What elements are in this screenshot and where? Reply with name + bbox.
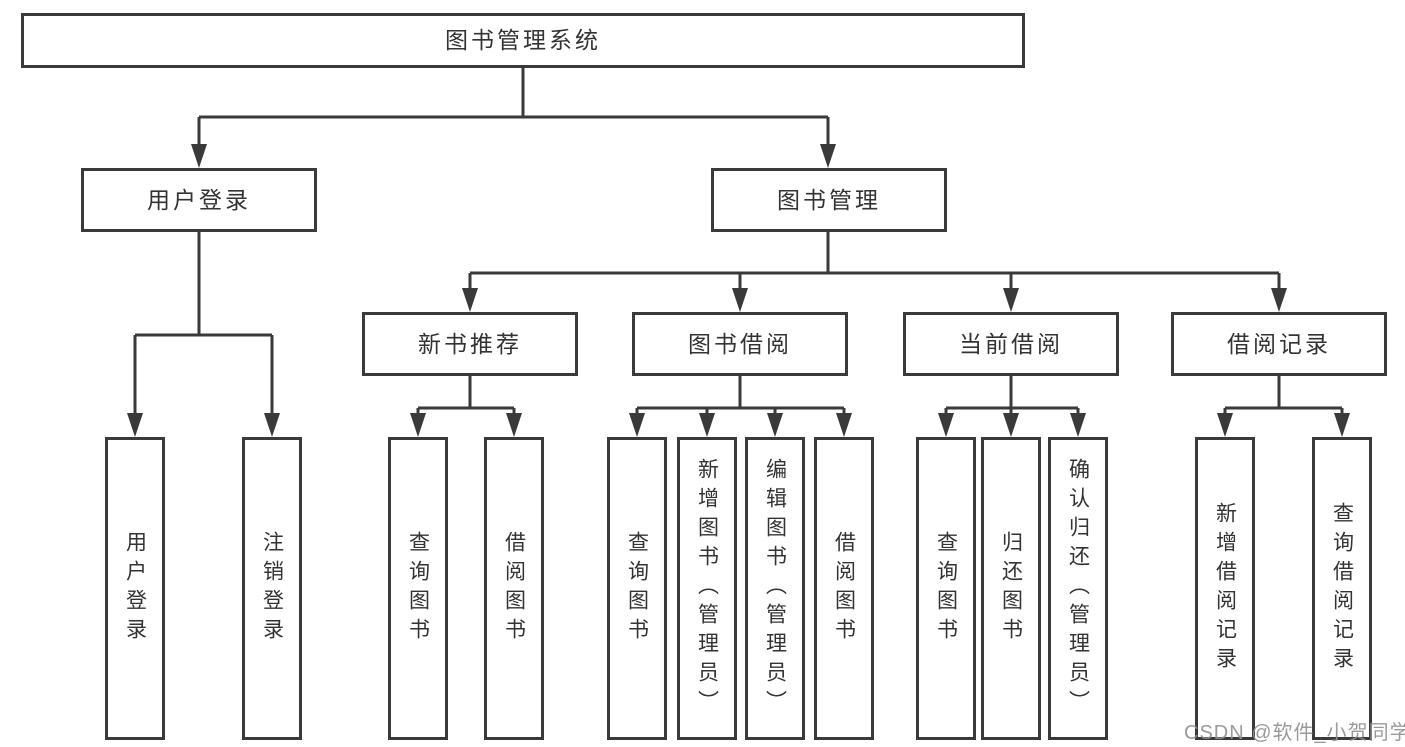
connector-book-borrow-branch	[635, 376, 846, 413]
arrowhead	[127, 413, 143, 437]
node-user-login: 用户登录	[81, 168, 317, 232]
leaf-user-login: 用户登录	[105, 437, 165, 740]
leaf-add-book-admin: 新增图书（管理员）	[677, 437, 737, 740]
arrowhead	[699, 413, 715, 437]
csdn-watermark: CSDN @软件_小贺同学	[1184, 722, 1405, 744]
arrowhead	[1070, 413, 1086, 437]
connector-user-login-branch	[133, 232, 274, 413]
leaf-confirm-return-admin: 确认归还（管理员）	[1048, 437, 1108, 740]
arrowhead	[462, 288, 478, 312]
arrowhead	[264, 413, 280, 437]
leaf-query-books-current: 查询图书	[916, 437, 976, 740]
node-book-management: 图书管理	[711, 168, 947, 232]
leaf-edit-book-admin: 编辑图书（管理员）	[745, 437, 805, 740]
leaf-query-books-recommend: 查询图书	[388, 437, 448, 740]
arrowhead	[629, 413, 645, 437]
arrowhead	[836, 413, 852, 437]
arrowhead	[191, 144, 207, 168]
arrowhead	[1217, 413, 1233, 437]
arrowhead	[732, 288, 748, 312]
connector-current-borrow-branch	[944, 376, 1080, 413]
node-new-book-recommend: 新书推荐	[362, 312, 578, 376]
connector-borrow-records-branch	[1223, 376, 1344, 413]
arrowhead	[1271, 288, 1287, 312]
arrowhead	[1334, 413, 1350, 437]
node-current-borrow: 当前借阅	[903, 312, 1119, 376]
leaf-logout: 注销登录	[242, 437, 302, 740]
connector-book-management-branch	[468, 232, 1281, 288]
leaf-borrow-books: 借阅图书	[814, 437, 874, 740]
connector-new-book-branch	[416, 376, 516, 413]
connector-root-to-level2	[197, 68, 830, 144]
leaf-query-borrow-record: 查询借阅记录	[1312, 437, 1372, 740]
leaf-return-books: 归还图书	[981, 437, 1041, 740]
leaf-borrow-books-recommend: 借阅图书	[484, 437, 544, 740]
arrowhead	[820, 144, 836, 168]
arrowhead	[1003, 288, 1019, 312]
node-borrow-records: 借阅记录	[1171, 312, 1387, 376]
arrowhead	[938, 413, 954, 437]
arrowhead	[410, 413, 426, 437]
arrowhead	[506, 413, 522, 437]
arrowhead	[1003, 413, 1019, 437]
leaf-add-borrow-record: 新增借阅记录	[1195, 437, 1255, 740]
node-book-borrow: 图书借阅	[632, 312, 848, 376]
node-library-management-system: 图书管理系统	[21, 13, 1025, 68]
arrowhead	[767, 413, 783, 437]
leaf-query-books-borrow: 查询图书	[607, 437, 667, 740]
